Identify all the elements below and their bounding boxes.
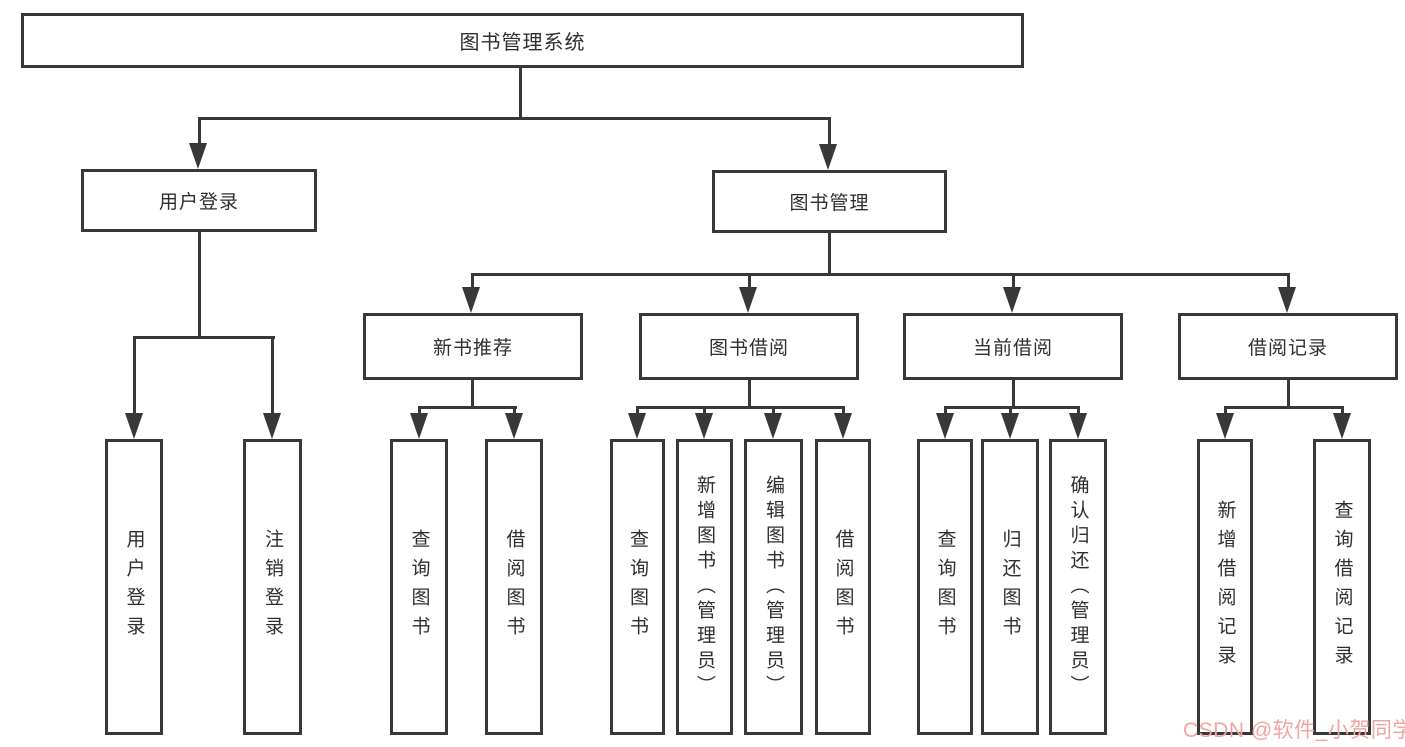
connector-ul-branch bbox=[271, 336, 274, 416]
arrowhead-down-icon bbox=[1069, 413, 1087, 439]
connector-br-branch bbox=[1224, 406, 1227, 416]
connector-bb-branch bbox=[842, 406, 845, 416]
node-borrowing-records: 借阅记录 bbox=[1178, 313, 1398, 380]
connector-bb-branch bbox=[703, 406, 706, 416]
node-leaf-cb-return-books: 归还图书 bbox=[981, 439, 1039, 735]
node-root: 图书管理系统 bbox=[21, 13, 1024, 68]
node-leaf-bb-edit-books: 编辑图书（管理员） bbox=[744, 439, 803, 735]
connector-cb-branch bbox=[1077, 406, 1080, 416]
connector-cb-stem bbox=[1012, 378, 1015, 408]
connector-root-branch-right bbox=[828, 117, 831, 146]
connector-root-branch-left bbox=[198, 117, 201, 145]
arrowhead-down-icon bbox=[263, 413, 281, 439]
arrowhead-down-icon bbox=[819, 144, 837, 170]
connector-ul-bar bbox=[133, 336, 275, 339]
node-leaf-logout: 注销登录 bbox=[243, 439, 302, 735]
node-leaf-nb-borrow-books: 借阅图书 bbox=[485, 439, 543, 735]
node-leaf-br-add-record: 新增借阅记录 bbox=[1197, 439, 1253, 735]
connector-root-stem bbox=[519, 68, 522, 118]
arrowhead-down-icon bbox=[739, 287, 757, 313]
node-current-borrowing: 当前借阅 bbox=[903, 313, 1123, 380]
node-leaf-cb-query-books: 查询图书 bbox=[917, 439, 973, 735]
node-leaf-nb-query-books: 查询图书 bbox=[390, 439, 448, 735]
arrowhead-down-icon bbox=[1001, 413, 1019, 439]
node-user-login: 用户登录 bbox=[81, 169, 317, 232]
connector-cb-branch bbox=[944, 406, 947, 416]
arrowhead-down-icon bbox=[695, 413, 713, 439]
connector-ul-stem bbox=[198, 232, 201, 338]
node-leaf-bb-query-books: 查询图书 bbox=[610, 439, 665, 735]
connector-bm-branch bbox=[1287, 273, 1290, 289]
arrowhead-down-icon bbox=[764, 413, 782, 439]
connector-nb-stem bbox=[471, 378, 474, 408]
node-leaf-user-login: 用户登录 bbox=[105, 439, 163, 735]
arrowhead-down-icon bbox=[410, 413, 428, 439]
connector-root-bar bbox=[198, 117, 831, 120]
connector-br-branch bbox=[1341, 406, 1344, 416]
connector-nb-bar bbox=[418, 406, 517, 409]
connector-bm-stem bbox=[828, 233, 831, 275]
connector-bb-bar bbox=[636, 406, 845, 409]
arrowhead-down-icon bbox=[834, 413, 852, 439]
arrowhead-down-icon bbox=[1278, 287, 1296, 313]
connector-nb-branch bbox=[418, 406, 421, 416]
arrowhead-down-icon bbox=[189, 143, 207, 169]
node-leaf-cb-confirm-return: 确认归还（管理员） bbox=[1049, 439, 1107, 735]
arrowhead-down-icon bbox=[1333, 413, 1351, 439]
connector-bm-branch bbox=[471, 273, 474, 289]
connector-bm-branch bbox=[748, 273, 751, 289]
node-book-management: 图书管理 bbox=[712, 170, 947, 233]
connector-bb-branch bbox=[772, 406, 775, 416]
connector-br-stem bbox=[1287, 378, 1290, 408]
connector-bm-branch bbox=[1012, 273, 1015, 289]
connector-bb-branch bbox=[636, 406, 639, 416]
connector-bb-stem bbox=[748, 378, 751, 408]
arrowhead-down-icon bbox=[505, 413, 523, 439]
arrowhead-down-icon bbox=[1216, 413, 1234, 439]
connector-br-bar bbox=[1224, 406, 1344, 409]
node-book-borrowing: 图书借阅 bbox=[639, 313, 859, 380]
watermark: CSDN @软件_小贺同学 bbox=[1183, 719, 1405, 742]
node-leaf-bb-borrow-books: 借阅图书 bbox=[815, 439, 871, 735]
node-new-book-recommend: 新书推荐 bbox=[363, 313, 583, 380]
arrowhead-down-icon bbox=[1003, 287, 1021, 313]
connector-cb-branch bbox=[1009, 406, 1012, 416]
arrowhead-down-icon bbox=[125, 413, 143, 439]
node-leaf-bb-add-books: 新增图书（管理员） bbox=[676, 439, 733, 735]
connector-cb-bar bbox=[944, 406, 1080, 409]
connector-nb-branch bbox=[513, 406, 516, 416]
node-leaf-br-query-record: 查询借阅记录 bbox=[1313, 439, 1371, 735]
arrowhead-down-icon bbox=[628, 413, 646, 439]
connector-bm-bar bbox=[471, 273, 1290, 276]
arrowhead-down-icon bbox=[462, 287, 480, 313]
arrowhead-down-icon bbox=[936, 413, 954, 439]
connector-ul-branch bbox=[133, 336, 136, 416]
